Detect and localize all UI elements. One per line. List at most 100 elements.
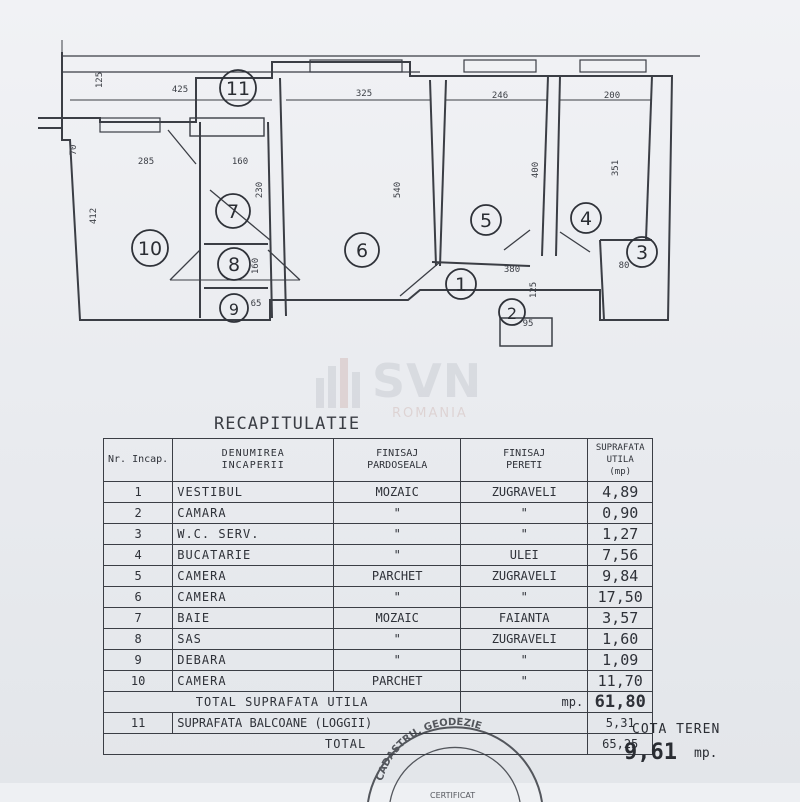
room-label-4: 4 [580,208,592,230]
cell-floor: PARCHET [333,565,462,587]
cell-area: 1,60 [587,628,654,650]
total-row: TOTAL SUPRAFATA UTILA mp. 61,80 [102,691,654,713]
total-value: 61,80 [587,691,654,713]
total-unit: mp. [460,691,589,713]
room-label-6: 6 [356,240,368,262]
cell-wall: ZUGRAVELI [460,481,589,503]
dim-label: 65 [251,299,262,309]
room-label-10: 10 [138,238,162,260]
dim-label: 230 [255,182,265,198]
room-10-marker [131,229,169,267]
dim-label: 425 [172,85,188,95]
header-name-line2: INCAPERII [221,460,285,471]
cell-name: SAS [172,628,335,650]
watermark-brand: SVN [372,354,483,408]
room-6-marker [344,232,380,268]
grand-total-row: TOTAL 65,25 [102,733,654,755]
header-area-line1: SUPRAFATA [595,443,645,453]
cell-name: DEBARA [172,649,335,671]
land-share-value: 9,61 [624,740,677,765]
room-label-7: 7 [227,201,239,223]
room-11-marker [219,69,257,107]
dim-label: 325 [356,89,372,99]
cell-wall: " [460,523,589,545]
dim-label: 351 [611,160,621,176]
cell-area: 0,90 [587,502,654,524]
room-3-marker [626,236,658,268]
dim-label: 285 [138,157,154,167]
room-label-3: 3 [636,242,648,264]
cell-floor: " [333,586,462,608]
header-name-line1: DENUMIREA [221,448,285,459]
header-wall-line2: PERETI [506,460,543,471]
dim-label: 246 [492,91,508,101]
cell-area: 9,84 [587,565,654,587]
cell-area: 17,50 [587,586,654,608]
watermark-sub: ROMANIA [392,406,468,421]
cell-nr: 5 [102,565,174,587]
balcony-row: 11 SUPRAFATA BALCOANE (LOGGII) 5,31 [102,712,654,734]
header-area-line2: UTILA [606,455,634,465]
cell-nr: 10 [102,670,174,692]
dim-label: 412 [89,208,99,224]
cell-floor: MOZAIC [333,481,462,503]
cell-area: 7,56 [587,544,654,566]
cell-nr: 8 [102,628,174,650]
cell-name: W.C. SERV. [172,523,335,545]
cell-name: CAMARA [172,502,335,524]
land-share-label: COTA TEREN [632,722,721,737]
cell-wall: " [460,502,589,524]
room-label-11: 11 [226,78,250,100]
cell-floor: " [333,628,462,650]
header-wall: FINISAJ PERETI [460,438,589,482]
cell-wall: ZUGRAVELI [460,565,589,587]
cell-wall: ULEI [460,544,589,566]
cell-name: CAMERA [172,670,335,692]
cell-name: CAMERA [172,586,335,608]
cell-name: BUCATARIE [172,544,335,566]
dim-label: 540 [393,182,403,198]
cell-nr: 3 [102,523,174,545]
balcony-nr: 11 [102,712,174,734]
cell-nr: 6 [102,586,174,608]
cell-area: 1,09 [587,649,654,671]
room-label-2: 2 [507,304,517,323]
wall-outline [38,61,674,321]
header-wall-line1: FINISAJ [503,448,546,459]
cell-area: 4,89 [587,481,654,503]
cell-nr: 4 [102,544,174,566]
dim-label: 70 [69,145,79,156]
header-floor-line2: PARDOSEALA [367,460,428,471]
dim-label: 160 [251,258,261,274]
land-share-unit: mp. [694,746,718,761]
header-floor-line1: FINISAJ [376,448,419,459]
table-header-row: Nr. Incap. DENUMIREA INCAPERII FINISAJ P… [102,438,654,482]
cell-name: CAMERA [172,565,335,587]
room-4-marker [570,202,602,234]
cell-floor: " [333,502,462,524]
watermark: SVN ROMANIA [300,352,530,422]
floor-plan: 1 2 3 4 5 6 7 8 9 10 11 125 425 325 246 … [38,40,700,347]
cell-wall: " [460,649,589,671]
cell-area: 1,27 [587,523,654,545]
cell-nr: 7 [102,607,174,629]
room-label-1: 1 [455,274,467,296]
header-floor: FINISAJ PARDOSEALA [333,438,462,482]
recap-table: Nr. Incap. DENUMIREA INCAPERII FINISAJ P… [102,438,654,755]
cell-area: 3,57 [587,607,654,629]
grand-total-value: 65,25 [587,733,654,755]
cell-wall: FAIANTA [460,607,589,629]
cell-floor: PARCHET [333,670,462,692]
dim-label: 200 [604,91,620,101]
dim-label: 160 [232,157,248,167]
